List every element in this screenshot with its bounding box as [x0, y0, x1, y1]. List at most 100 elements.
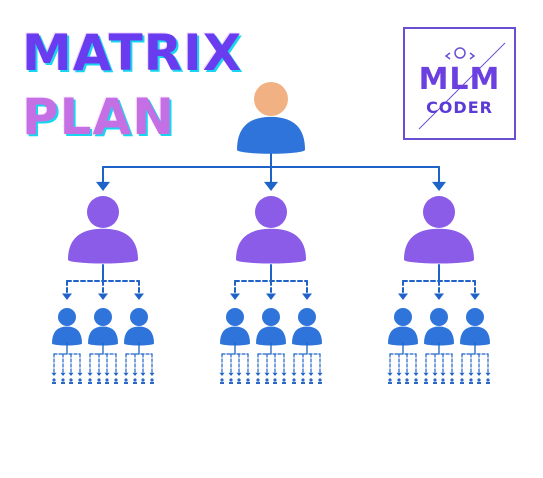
level2-person-2-2-head	[466, 308, 484, 326]
level3-node-0-0-2	[69, 378, 73, 382]
level2-person-2-0-head	[394, 308, 412, 326]
l2-arrow-1-1-0	[255, 372, 261, 376]
level3-node-2-1-3	[450, 378, 454, 382]
l2-arrow-2-2-3	[485, 372, 491, 376]
level3-node-base-0-0-3	[78, 382, 82, 384]
level3-node-base-1-1-3	[282, 382, 286, 384]
level3-node-1-2-2	[309, 378, 313, 382]
level3-node-0-1-1	[97, 378, 101, 382]
level3-node-1-1-1	[265, 378, 269, 382]
l2-arrow-0-2-2	[140, 372, 146, 376]
root-arrow-0	[96, 181, 110, 191]
level3-node-base-2-1-2	[441, 382, 445, 384]
logo-decoration	[418, 42, 506, 130]
l2-arrow-2-1-0	[423, 372, 429, 376]
level2-person-0-1-head	[94, 308, 112, 326]
l2-arrow-1-0-3	[245, 372, 251, 376]
l2-arrow-0-0-1	[60, 372, 66, 376]
level3-node-1-2-1	[301, 378, 305, 382]
level2-person-1-2-body	[292, 326, 322, 344]
level3-node-base-0-0-2	[69, 382, 73, 384]
level3-node-1-0-0	[220, 378, 224, 382]
l2-arrow-1-2-3	[317, 372, 323, 376]
l1-arrow-0-1	[98, 293, 108, 300]
l2-arrow-2-2-2	[476, 372, 482, 376]
level3-node-base-0-2-2	[141, 382, 145, 384]
level3-node-base-0-1-3	[114, 382, 118, 384]
l1-arrow-1-0	[230, 293, 240, 300]
level3-node-base-0-0-0	[52, 382, 56, 384]
level3-node-base-1-2-0	[292, 382, 296, 384]
level3-node-1-2-3	[318, 378, 322, 382]
l1-arrow-0-0	[62, 293, 72, 300]
level2-person-2-2-body	[460, 326, 490, 344]
level2-person-1-1-head	[262, 308, 280, 326]
l1-arrow-0-2	[134, 293, 144, 300]
level2-person-2-1-body	[424, 326, 454, 344]
level3-node-0-2-0	[124, 378, 128, 382]
level3-node-2-2-0	[460, 378, 464, 382]
level3-node-1-0-3	[246, 378, 250, 382]
l2-arrow-0-2-1	[132, 372, 138, 376]
level1-person-1-body	[236, 228, 306, 260]
level3-node-base-2-0-0	[388, 382, 392, 384]
level1-person-0-base	[68, 256, 138, 264]
level3-node-2-0-1	[397, 378, 401, 382]
level3-node-base-1-0-1	[229, 382, 233, 384]
level3-node-1-0-2	[237, 378, 241, 382]
level3-node-1-1-0	[256, 378, 260, 382]
level2-person-0-1-body	[88, 326, 118, 344]
l2-arrow-2-0-2	[404, 372, 410, 376]
level3-node-base-0-2-1	[133, 382, 137, 384]
level3-node-base-1-1-0	[256, 382, 260, 384]
level3-node-base-0-2-3	[150, 382, 154, 384]
level3-node-base-1-2-3	[318, 382, 322, 384]
level2-person-1-0-head	[226, 308, 244, 326]
level3-node-base-2-2-2	[477, 382, 481, 384]
l2-arrow-1-0-1	[228, 372, 234, 376]
l2-arrow-2-2-1	[468, 372, 474, 376]
level3-node-base-2-0-2	[405, 382, 409, 384]
l2-arrow-1-2-2	[308, 372, 314, 376]
level3-node-base-2-0-3	[414, 382, 418, 384]
level3-node-0-0-1	[61, 378, 65, 382]
l1-arrow-2-2	[470, 293, 480, 300]
level3-node-base-2-2-0	[460, 382, 464, 384]
root-person-base	[237, 145, 305, 154]
level3-node-0-1-2	[105, 378, 109, 382]
title-line-1: MATRIX	[22, 24, 243, 82]
level3-node-base-2-0-1	[397, 382, 401, 384]
level2-person-0-0-body	[52, 326, 82, 344]
level1-person-0-head	[87, 196, 119, 228]
level3-node-base-0-2-0	[124, 382, 128, 384]
l1-arrow-1-1	[266, 293, 276, 300]
level3-node-base-1-1-2	[273, 382, 277, 384]
logo-wordmark-top: MLM	[418, 62, 501, 97]
l2-arrow-0-2-0	[123, 372, 129, 376]
level3-node-base-2-2-1	[469, 382, 473, 384]
level1-person-1-head	[255, 196, 287, 228]
l2-arrow-1-1-3	[281, 372, 287, 376]
level3-node-base-1-0-2	[237, 382, 241, 384]
l2-arrow-0-1-2	[104, 372, 110, 376]
l1-arrow-1-2	[302, 293, 312, 300]
l2-arrow-1-0-2	[236, 372, 242, 376]
level3-node-base-2-1-1	[433, 382, 437, 384]
level3-node-base-1-0-3	[246, 382, 250, 384]
level3-node-0-0-0	[52, 378, 56, 382]
l2-arrow-1-1-2	[272, 372, 278, 376]
level3-node-2-1-1	[433, 378, 437, 382]
l2-arrow-0-1-1	[96, 372, 102, 376]
level3-node-base-0-1-0	[88, 382, 92, 384]
level3-node-2-0-0	[388, 378, 392, 382]
level3-node-2-2-1	[469, 378, 473, 382]
l1-arrow-2-1	[434, 293, 444, 300]
l2-arrow-2-1-2	[440, 372, 446, 376]
mlm-coder-logo: MLM CODER	[403, 27, 516, 140]
level3-node-0-2-3	[150, 378, 154, 382]
l2-arrow-0-1-3	[113, 372, 119, 376]
level2-person-1-1-body	[256, 326, 286, 344]
level2-person-0-2-head	[130, 308, 148, 326]
level3-node-base-2-2-3	[486, 382, 490, 384]
